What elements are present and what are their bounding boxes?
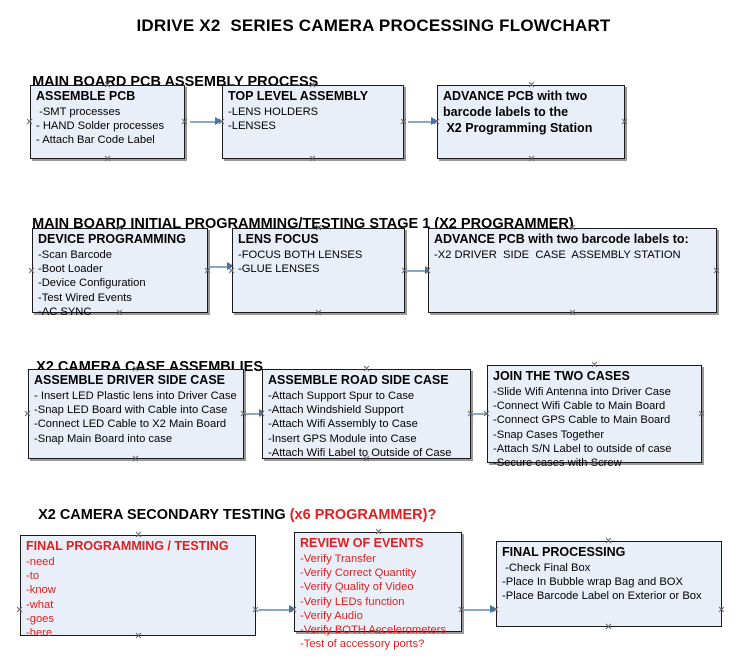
box-line: -Test of accessory ports? xyxy=(300,638,425,651)
box-line: -Verify BOTH Accelerometers xyxy=(300,624,447,637)
flow-box-final-programming-testing[interactable]: FINAL PROGRAMMING / TESTING -need -to -k… xyxy=(20,535,256,639)
box-line: -Secure cases with Screw xyxy=(493,457,622,470)
box-line: -know xyxy=(26,584,56,597)
box-line: -Verify Transfer xyxy=(300,553,376,565)
box-line: -Verify Correct Quantity xyxy=(300,567,417,580)
flow-box-review-of-events[interactable]: REVIEW OF EVENTS -Verify Transfer -Verif… xyxy=(294,532,462,650)
box-line: - Insert LED Plastic lens into Driver Ca… xyxy=(34,390,237,402)
box-line: -Connect GPS Cable to Main Board xyxy=(493,414,671,427)
box-line: barcode labels to the xyxy=(443,105,569,119)
box-line: -to xyxy=(26,570,40,583)
box-line: -Verify Quality of Video xyxy=(300,581,414,594)
box-line: -Attach S/N Label to outside of case xyxy=(493,442,672,455)
box-lines: -SMT processes - HAND Solder processes -… xyxy=(36,105,180,148)
flow-box-assemble-driver-side-case[interactable]: ASSEMBLE DRIVER SIDE CASE - Insert LED P… xyxy=(28,369,244,459)
box-line: -Attach Wifi Label to Outside of Case xyxy=(268,446,452,459)
box-line: -GLUE LENSES xyxy=(238,263,320,276)
flow-box-assemble-road-side-case[interactable]: ASSEMBLE ROAD SIDE CASE -Attach Support … xyxy=(262,369,471,459)
box-line: -goes xyxy=(26,612,54,625)
box-lines: -FOCUS BOTH LENSES -GLUE LENSES xyxy=(238,248,400,276)
box-line: -Snap Main Board into case xyxy=(34,432,173,445)
arrow-connector xyxy=(408,117,438,126)
box-lines: barcode labels to the X2 Programming Sta… xyxy=(443,105,620,136)
box-line: -here xyxy=(26,627,53,640)
box-lines: -X2 DRIVER SIDE CASE ASSEMBLY STATION xyxy=(434,248,712,262)
box-line: -need xyxy=(26,556,55,568)
box-title: FINAL PROGRAMMING / TESTING xyxy=(26,539,229,553)
box-title: ADVANCE PCB with two barcode labels to: xyxy=(434,232,689,246)
box-lines: -Verify Transfer -Verify Correct Quantit… xyxy=(300,552,457,651)
section-heading-4-accent: (x6 PROGRAMMER)? xyxy=(289,507,437,523)
box-line: -Test Wired Events xyxy=(38,291,132,304)
flow-box-advance-pcb-programming-station[interactable]: ADVANCE PCB with two barcode labels to t… xyxy=(437,85,625,159)
flow-box-final-processing[interactable]: FINAL PROCESSING -Check Final Box -Place… xyxy=(496,541,722,627)
box-line: -Check Final Box xyxy=(502,562,591,574)
arrow-connector xyxy=(258,605,296,614)
box-line: -Connect Wifi Cable to Main Board xyxy=(493,400,666,413)
box-line: -AC SYNC xyxy=(38,305,92,318)
box-title: ASSEMBLE DRIVER SIDE CASE xyxy=(34,373,226,387)
arrow-connector xyxy=(210,262,234,271)
box-lines: -Slide Wifi Antenna into Driver Case -Co… xyxy=(493,385,697,470)
box-line: -Snap LED Board with Cable into Case xyxy=(34,404,228,417)
box-line: -Device Configuration xyxy=(38,277,146,290)
box-line: -what xyxy=(26,598,54,611)
box-line: -Verify LEDs function xyxy=(300,595,405,608)
arrow-connector xyxy=(463,605,497,614)
box-title: ASSEMBLE ROAD SIDE CASE xyxy=(268,373,449,387)
box-line: -Verify Audio xyxy=(300,609,363,622)
flow-box-device-programming[interactable]: DEVICE PROGRAMMING -Scan Barcode -Boot L… xyxy=(32,228,208,318)
arrow-connector xyxy=(190,117,222,126)
box-line: -Connect LED Cable to X2 Main Board xyxy=(34,418,227,431)
flow-box-lens-focus[interactable]: LENS FOCUS -FOCUS BOTH LENSES -GLUE LENS… xyxy=(232,228,405,313)
box-lines: - Insert LED Plastic lens into Driver Ca… xyxy=(34,389,239,446)
box-line: -LENS HOLDERS xyxy=(228,106,319,118)
box-line: -Attach Support Spur to Case xyxy=(268,390,415,402)
box-line: -LENSES xyxy=(228,120,276,133)
box-line: - HAND Solder processes xyxy=(36,120,165,133)
flow-box-advance-pcb-driver-side[interactable]: ADVANCE PCB with two barcode labels to: … xyxy=(428,228,717,313)
box-line: -FOCUS BOTH LENSES xyxy=(238,249,363,261)
box-line: -Snap Cases Together xyxy=(493,428,605,441)
box-title: LENS FOCUS xyxy=(238,232,319,246)
box-line: -Insert GPS Module into Case xyxy=(268,432,417,445)
box-line: -Attach Windshield Support xyxy=(268,404,404,417)
box-title: FINAL PROCESSING xyxy=(502,545,626,559)
box-title: DEVICE PROGRAMMING xyxy=(38,232,186,246)
box-line: -Place Barcode Label on Exterior or Box xyxy=(502,590,702,603)
box-title: ASSEMBLE PCB xyxy=(36,89,136,103)
box-line: -Slide Wifi Antenna into Driver Case xyxy=(493,386,671,398)
box-line: -Boot Loader xyxy=(38,263,103,276)
box-line: -Attach Wifi Assembly to Case xyxy=(268,418,418,431)
box-lines: -Check Final Box -Place In Bubble wrap B… xyxy=(502,561,717,604)
box-lines: -Attach Support Spur to Case -Attach Win… xyxy=(268,389,466,460)
section-heading-4: X2 CAMERA SECONDARY TESTING (x6 PROGRAMM… xyxy=(30,491,436,523)
box-line: X2 Programming Station xyxy=(443,121,593,135)
box-line: -SMT processes xyxy=(36,106,121,118)
flow-box-assemble-pcb[interactable]: ASSEMBLE PCB -SMT processes - HAND Solde… xyxy=(30,85,185,159)
box-title: JOIN THE TWO CASES xyxy=(493,369,630,383)
flow-box-join-the-two-cases[interactable]: JOIN THE TWO CASES -Slide Wifi Antenna i… xyxy=(487,365,702,469)
box-line: -Place In Bubble wrap Bag and BOX xyxy=(502,576,683,589)
box-lines: -need -to -know -what -goes -here xyxy=(26,555,251,640)
box-lines: -Scan Barcode -Boot Loader -Device Confi… xyxy=(38,248,203,319)
box-lines: -LENS HOLDERS -LENSES xyxy=(228,105,399,133)
section-heading-4-text: X2 CAMERA SECONDARY TESTING xyxy=(38,507,290,523)
box-line: - Attach Bar Code Label xyxy=(36,134,155,147)
box-title: ADVANCE PCB with two xyxy=(443,89,588,103)
box-title: TOP LEVEL ASSEMBLY xyxy=(228,89,369,103)
flow-box-top-level-assembly[interactable]: TOP LEVEL ASSEMBLY -LENS HOLDERS -LENSES xyxy=(222,85,404,159)
box-line: -Scan Barcode xyxy=(38,249,113,261)
page-title: IDRIVE X2 SERIES CAMERA PROCESSING FLOWC… xyxy=(136,16,611,35)
box-title: REVIEW OF EVENTS xyxy=(300,536,424,550)
box-line: -X2 DRIVER SIDE CASE ASSEMBLY STATION xyxy=(434,249,681,261)
